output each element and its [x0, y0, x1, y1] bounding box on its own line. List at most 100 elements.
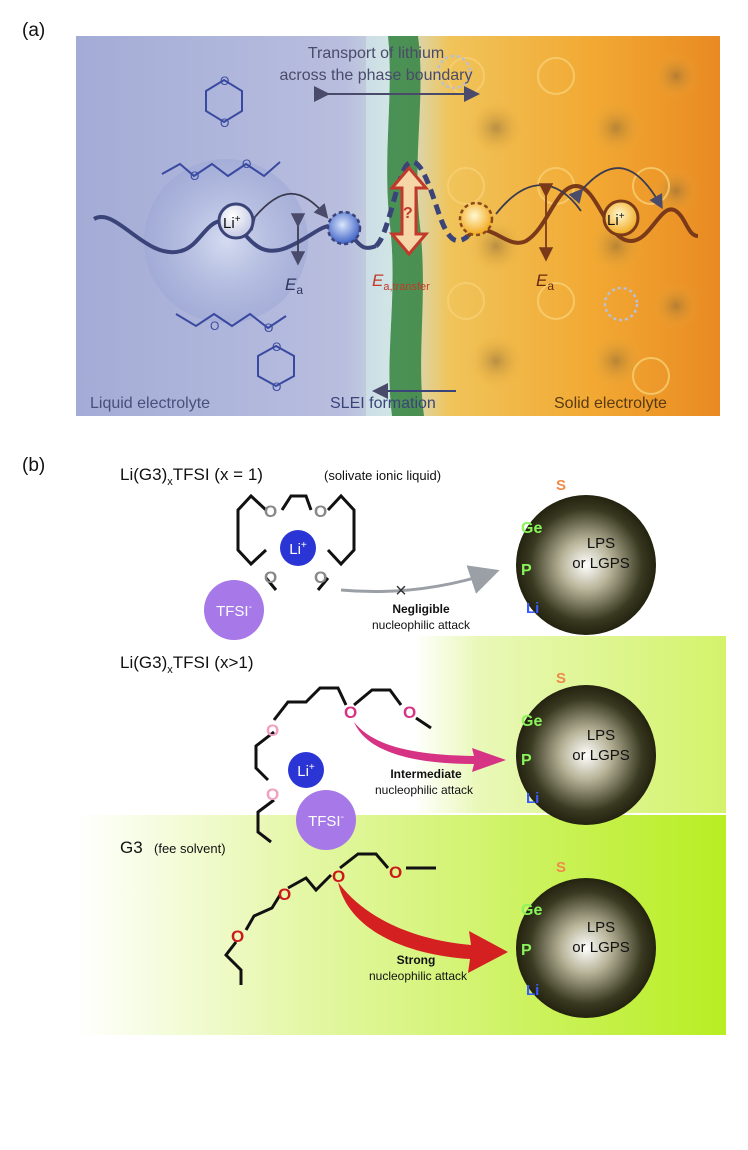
- section2-title: Li(G3)xTFSI (x>1): [120, 653, 254, 676]
- li-label-right: Li+: [607, 211, 625, 229]
- svg-text:O: O: [231, 927, 244, 946]
- tfsi-2: [296, 790, 356, 850]
- attack-arrow-3: [338, 882, 508, 973]
- liquid-hop-arrow: [241, 192, 329, 231]
- transfer-barrier-arrow: [388, 165, 430, 257]
- sphere3-li: Li: [526, 982, 539, 999]
- transport-title-2: across the phase boundary: [279, 67, 472, 84]
- tfsi-1: [204, 580, 264, 640]
- svg-text:O: O: [264, 568, 277, 587]
- oxygens-1: O O O O: [264, 502, 327, 587]
- glyme-molecules: [161, 78, 295, 388]
- ea-transfer-label: Ea,transfer: [372, 271, 430, 293]
- section2: Li(G3)xTFSI (x>1) O O O O Li+ TFSI- Inte…: [120, 653, 656, 850]
- attack-2-text: nucleophilic attack: [375, 783, 474, 797]
- sphere2-line2: or LGPS: [572, 747, 630, 764]
- blocked-mark: ×: [395, 580, 407, 602]
- sphere2-s: S: [556, 670, 566, 687]
- attack-arrow-2: [354, 722, 506, 772]
- sphere3-line1: LPS: [587, 919, 615, 936]
- panel-b-label: (b): [22, 455, 46, 476]
- solid-hop-arrow-b: [568, 167, 663, 210]
- li-ion-1-label: Li+: [289, 540, 307, 558]
- sphere-3: [516, 878, 656, 1018]
- svg-text:O: O: [264, 502, 277, 521]
- attack-2-bold: Intermediate: [390, 767, 462, 781]
- sphere1-line2: or LGPS: [572, 555, 630, 572]
- attack-3-bold: Strong: [397, 953, 436, 967]
- sphere2-li: Li: [526, 790, 539, 807]
- svg-text:O: O: [272, 340, 281, 354]
- interface-barrier-curve: [374, 159, 470, 248]
- section1-title: Li(G3)xTFSI (x = 1): [120, 465, 263, 488]
- oxygens-3: O O O O: [231, 863, 402, 946]
- svg-text:O: O: [264, 321, 273, 335]
- glyme-oxygens: O O O O O O O O: [190, 74, 281, 394]
- sphere1-ge: Ge: [521, 520, 542, 537]
- li-ion-2: [288, 752, 324, 788]
- ea-right-label: Ea: [536, 271, 554, 293]
- li-transition-solid: [458, 201, 494, 237]
- sphere-1: [516, 495, 656, 635]
- attack-1-text: nucleophilic attack: [372, 618, 471, 632]
- glyme-partial: [254, 686, 432, 844]
- li-ion-2-label: Li+: [297, 762, 315, 780]
- svg-text:O: O: [332, 867, 345, 886]
- li-ion-solid: [602, 199, 640, 237]
- tfsi-2-label: TFSI-: [308, 812, 344, 830]
- svg-text:O: O: [278, 885, 291, 904]
- li-label-left: Li+: [223, 214, 241, 232]
- attack-3-text: nucleophilic attack: [369, 969, 468, 983]
- svg-text:O: O: [389, 863, 402, 882]
- sphere1-line1: LPS: [587, 535, 615, 552]
- crown-ether-1: [236, 493, 356, 591]
- sphere1-li: Li: [526, 600, 539, 617]
- svg-text:O: O: [190, 169, 199, 183]
- li-ion-1: [280, 530, 316, 566]
- sphere2-p: P: [521, 752, 532, 769]
- slei-formation-label: SLEI formation: [330, 395, 436, 412]
- svg-text:O: O: [266, 721, 279, 740]
- svg-text:O: O: [403, 703, 416, 722]
- solid-electrolyte-label: Solid electrolyte: [554, 395, 667, 412]
- sphere1-p: P: [521, 562, 532, 579]
- sphere3-line2: or LGPS: [572, 939, 630, 956]
- sphere3-ge: Ge: [521, 902, 542, 919]
- section3-title: G3: [120, 838, 143, 857]
- transport-title-1: Transport of lithium: [308, 45, 444, 62]
- slei-light: [366, 36, 393, 416]
- svg-text:O: O: [220, 74, 229, 88]
- sphere1-s: S: [556, 477, 566, 494]
- section1-note: (solivate ionic liquid): [324, 468, 441, 483]
- sphere3-s: S: [556, 859, 566, 876]
- panel-b-figure: Li(G3)xTFSI (x = 1) (solivate ionic liqu…: [76, 465, 726, 1035]
- svg-text:O: O: [314, 568, 327, 587]
- ea-left-label: Ea: [285, 275, 303, 297]
- svg-text:O: O: [242, 157, 251, 171]
- svg-text:O: O: [344, 703, 357, 722]
- sphere-2: [516, 685, 656, 825]
- solvation-shell: [144, 159, 308, 323]
- oxygens-2: O O O O: [266, 703, 416, 804]
- solid-lattice: [436, 52, 700, 395]
- sphere2-ge: Ge: [521, 713, 542, 730]
- svg-text:O: O: [210, 319, 219, 333]
- li-transition-liquid: [326, 210, 362, 246]
- liquid-electrolyte-label: Liquid electrolyte: [90, 395, 210, 412]
- attack-arrow-1: [340, 565, 500, 594]
- svg-text:O: O: [220, 116, 229, 130]
- section3: G3 (fee solvent) O O O O Strong nucleoph…: [120, 838, 656, 1018]
- panel-a-label: (a): [22, 20, 46, 41]
- svg-text:O: O: [266, 785, 279, 804]
- sphere3-p: P: [521, 942, 532, 959]
- svg-text:O: O: [272, 380, 281, 394]
- question-mark: ?: [403, 205, 413, 222]
- tfsi-1-label: TFSI-: [216, 602, 252, 620]
- attack-1-bold: Negligible: [392, 602, 450, 616]
- panel-a-figure: O O O O O O O O Transport of lithium acr…: [76, 36, 720, 416]
- sphere2-line1: LPS: [587, 727, 615, 744]
- section3-note: (fee solvent): [154, 841, 226, 856]
- section1: Li(G3)xTFSI (x = 1) (solivate ionic liqu…: [120, 465, 656, 640]
- svg-text:O: O: [314, 502, 327, 521]
- free-glyme: [224, 852, 436, 985]
